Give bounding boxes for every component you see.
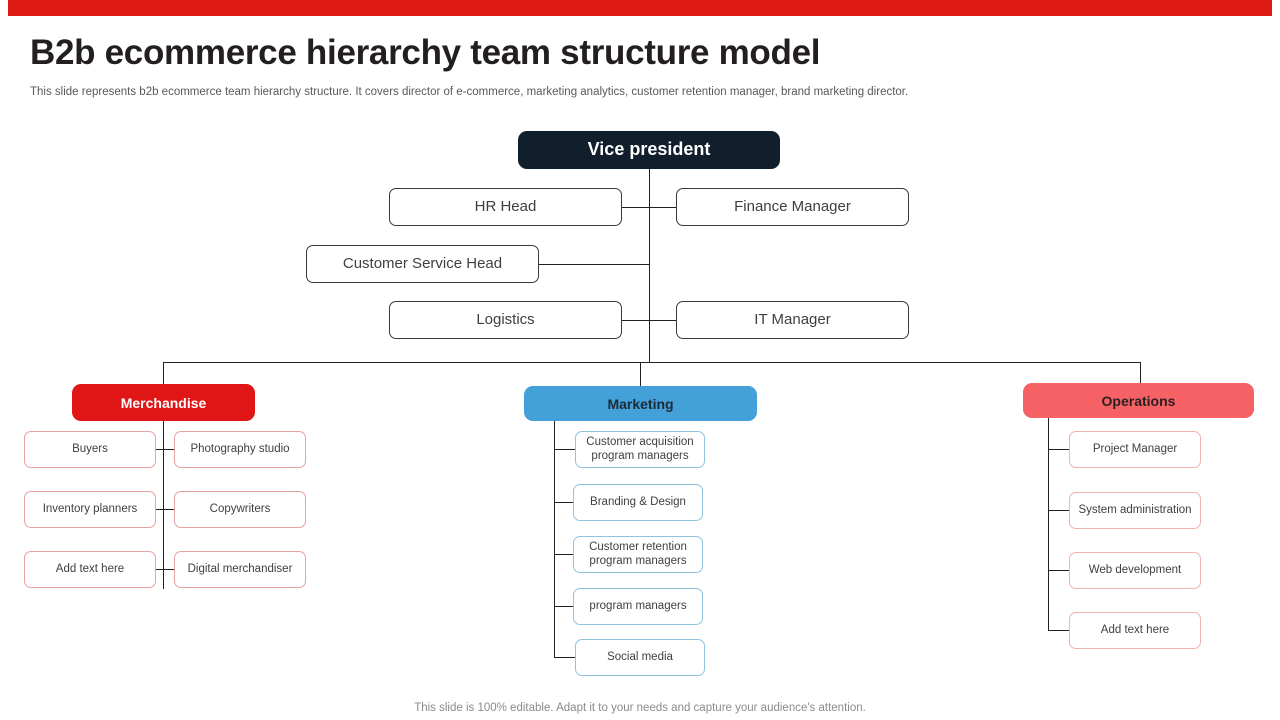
- node-copywriters[interactable]: Copywriters: [174, 491, 306, 528]
- connector-operations-spine: [1048, 418, 1049, 630]
- node-label: Add text here: [55, 562, 125, 575]
- connector-bus-drop-operations: [1140, 362, 1141, 383]
- connector-merchandise-row1-left: [155, 449, 164, 450]
- node-label: Vice president: [587, 139, 711, 160]
- connector-merchandise-row3-right: [163, 569, 175, 570]
- node-label: Social media: [607, 650, 673, 663]
- connector-operations-row2: [1048, 510, 1070, 511]
- node-label: System administration: [1078, 503, 1192, 516]
- node-merchandise-add-text-here[interactable]: Add text here: [24, 551, 156, 588]
- dept-header-label: Operations: [1101, 392, 1176, 409]
- dept-header-label: Merchandise: [120, 394, 207, 411]
- connector-operations-row4: [1048, 630, 1070, 631]
- node-system-administration[interactable]: System administration: [1069, 492, 1201, 529]
- connector-department-bus: [163, 362, 1141, 363]
- node-program-managers[interactable]: program managers: [573, 588, 703, 625]
- node-digital-merchandiser[interactable]: Digital merchandiser: [174, 551, 306, 588]
- node-vice-president[interactable]: Vice president: [518, 131, 780, 169]
- node-label: IT Manager: [754, 311, 831, 329]
- node-label: Copywriters: [209, 502, 271, 515]
- node-hr-head[interactable]: HR Head: [389, 188, 622, 226]
- node-label: Branding & Design: [590, 495, 686, 508]
- connector-marketing-row3: [554, 554, 576, 555]
- node-photography-studio[interactable]: Photography studio: [174, 431, 306, 468]
- connector-merchandise-spine: [163, 421, 164, 589]
- node-customer-acquisition-program-managers[interactable]: Customer acquisition program managers: [575, 431, 705, 468]
- node-social-media[interactable]: Social media: [575, 639, 705, 676]
- node-logistics[interactable]: Logistics: [389, 301, 622, 339]
- node-buyers[interactable]: Buyers: [24, 431, 156, 468]
- node-operations-add-text-here[interactable]: Add text here: [1069, 612, 1201, 649]
- node-customer-service-head[interactable]: Customer Service Head: [306, 245, 539, 283]
- connector-bus-drop-marketing: [640, 362, 641, 386]
- dept-header-merchandise[interactable]: Merchandise: [72, 384, 255, 421]
- connector-merchandise-row3-left: [155, 569, 164, 570]
- connector-row1-left: [622, 207, 650, 208]
- connector-marketing-row4: [554, 606, 576, 607]
- connector-vp-spine: [649, 169, 650, 363]
- node-label: Customer retention program managers: [589, 540, 687, 567]
- dept-header-operations[interactable]: Operations: [1023, 383, 1254, 418]
- connector-marketing-spine: [554, 421, 555, 657]
- connector-operations-row3: [1048, 570, 1070, 571]
- node-it-manager[interactable]: IT Manager: [676, 301, 909, 339]
- node-label: Finance Manager: [734, 198, 851, 216]
- node-finance-manager[interactable]: Finance Manager: [676, 188, 909, 226]
- top-accent-bar: [8, 0, 1272, 16]
- connector-row2-left: [538, 264, 650, 265]
- connector-operations-row1: [1048, 449, 1070, 450]
- node-label: program managers: [589, 599, 687, 612]
- node-label: Add text here: [1100, 623, 1170, 636]
- connector-row1-right: [649, 207, 677, 208]
- node-label: Digital merchandiser: [187, 562, 293, 575]
- connector-row3-left: [622, 320, 650, 321]
- node-label: Buyers: [72, 442, 108, 455]
- connector-merchandise-row2-left: [155, 509, 164, 510]
- node-label: Customer acquisition program managers: [586, 435, 694, 462]
- node-branding-and-design[interactable]: Branding & Design: [573, 484, 703, 521]
- dept-header-label: Marketing: [607, 395, 674, 412]
- connector-merchandise-row2-right: [163, 509, 175, 510]
- node-customer-retention-program-managers[interactable]: Customer retention program managers: [573, 536, 703, 573]
- node-label: Web development: [1088, 563, 1182, 576]
- node-inventory-planners[interactable]: Inventory planners: [24, 491, 156, 528]
- node-label: Logistics: [476, 311, 535, 329]
- connector-row3-right: [649, 320, 677, 321]
- connector-merchandise-row1-right: [163, 449, 175, 450]
- footer-note: This slide is 100% editable. Adapt it to…: [414, 702, 866, 714]
- node-label: Customer Service Head: [342, 255, 503, 273]
- node-project-manager[interactable]: Project Manager: [1069, 431, 1201, 468]
- connector-marketing-row1: [554, 449, 576, 450]
- connector-marketing-row5: [554, 657, 576, 658]
- node-label: Project Manager: [1092, 442, 1178, 455]
- connector-bus-drop-merchandise: [163, 362, 164, 384]
- node-label: Inventory planners: [42, 502, 138, 515]
- page-title: B2b ecommerce hierarchy team structure m…: [30, 33, 821, 72]
- page-subtitle: This slide represents b2b ecommerce team…: [30, 86, 909, 98]
- node-label: HR Head: [474, 198, 537, 216]
- dept-header-marketing[interactable]: Marketing: [524, 386, 757, 421]
- node-web-development[interactable]: Web development: [1069, 552, 1201, 589]
- node-label: Photography studio: [190, 442, 290, 455]
- connector-marketing-row2: [554, 502, 576, 503]
